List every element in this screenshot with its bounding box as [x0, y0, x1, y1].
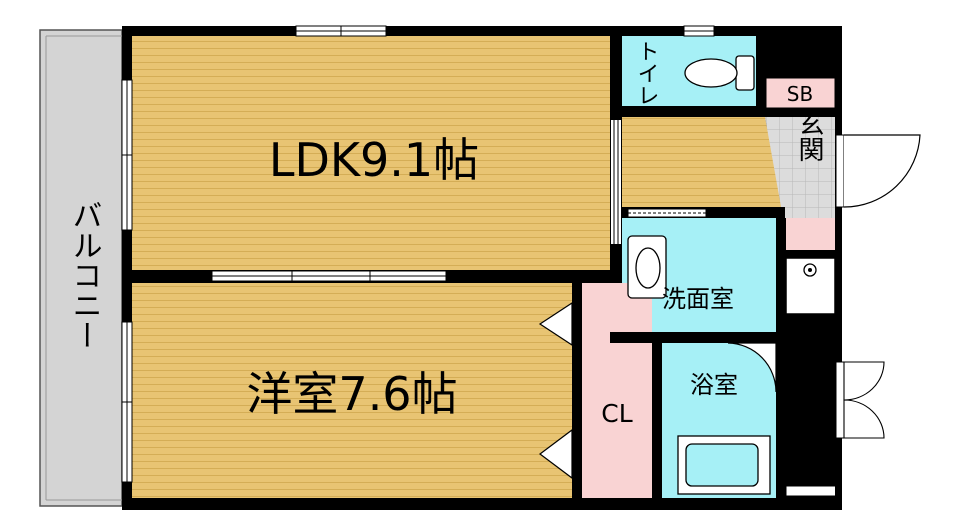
corridor-floor — [622, 117, 783, 207]
meter-box — [785, 485, 837, 497]
closet-label: CL — [601, 399, 632, 428]
western-room-floor — [132, 283, 572, 498]
western-room-label: 洋室7.6帖 — [246, 367, 457, 421]
sliding-door — [211, 270, 447, 282]
washroom-label: 洗面室 — [662, 285, 734, 313]
ldk-floor — [132, 36, 610, 270]
closet-floor — [582, 283, 652, 498]
toilet-label: トイレ — [634, 40, 659, 106]
ldk-door — [611, 120, 621, 244]
bathroom-label: 浴室 — [690, 371, 738, 399]
exterior-door — [835, 361, 885, 439]
bathtub-icon — [677, 435, 771, 495]
ldk-label: LDK9.1帖 — [269, 133, 479, 187]
closet-doors — [538, 301, 573, 480]
balcony-label: バルコニー — [67, 200, 102, 350]
bathroom-door — [727, 342, 777, 393]
balcony — [39, 29, 123, 507]
toilet-icon — [684, 55, 755, 91]
entrance-label: 玄関 — [794, 110, 824, 162]
windows — [121, 25, 715, 483]
entrance-step — [785, 218, 835, 250]
drain-icon — [803, 263, 817, 277]
entrance-door — [835, 134, 921, 208]
shoebox-label: SB — [787, 82, 813, 106]
entrance-floor — [765, 117, 835, 218]
wash-basin-icon — [627, 235, 667, 299]
washroom-door — [627, 208, 707, 218]
